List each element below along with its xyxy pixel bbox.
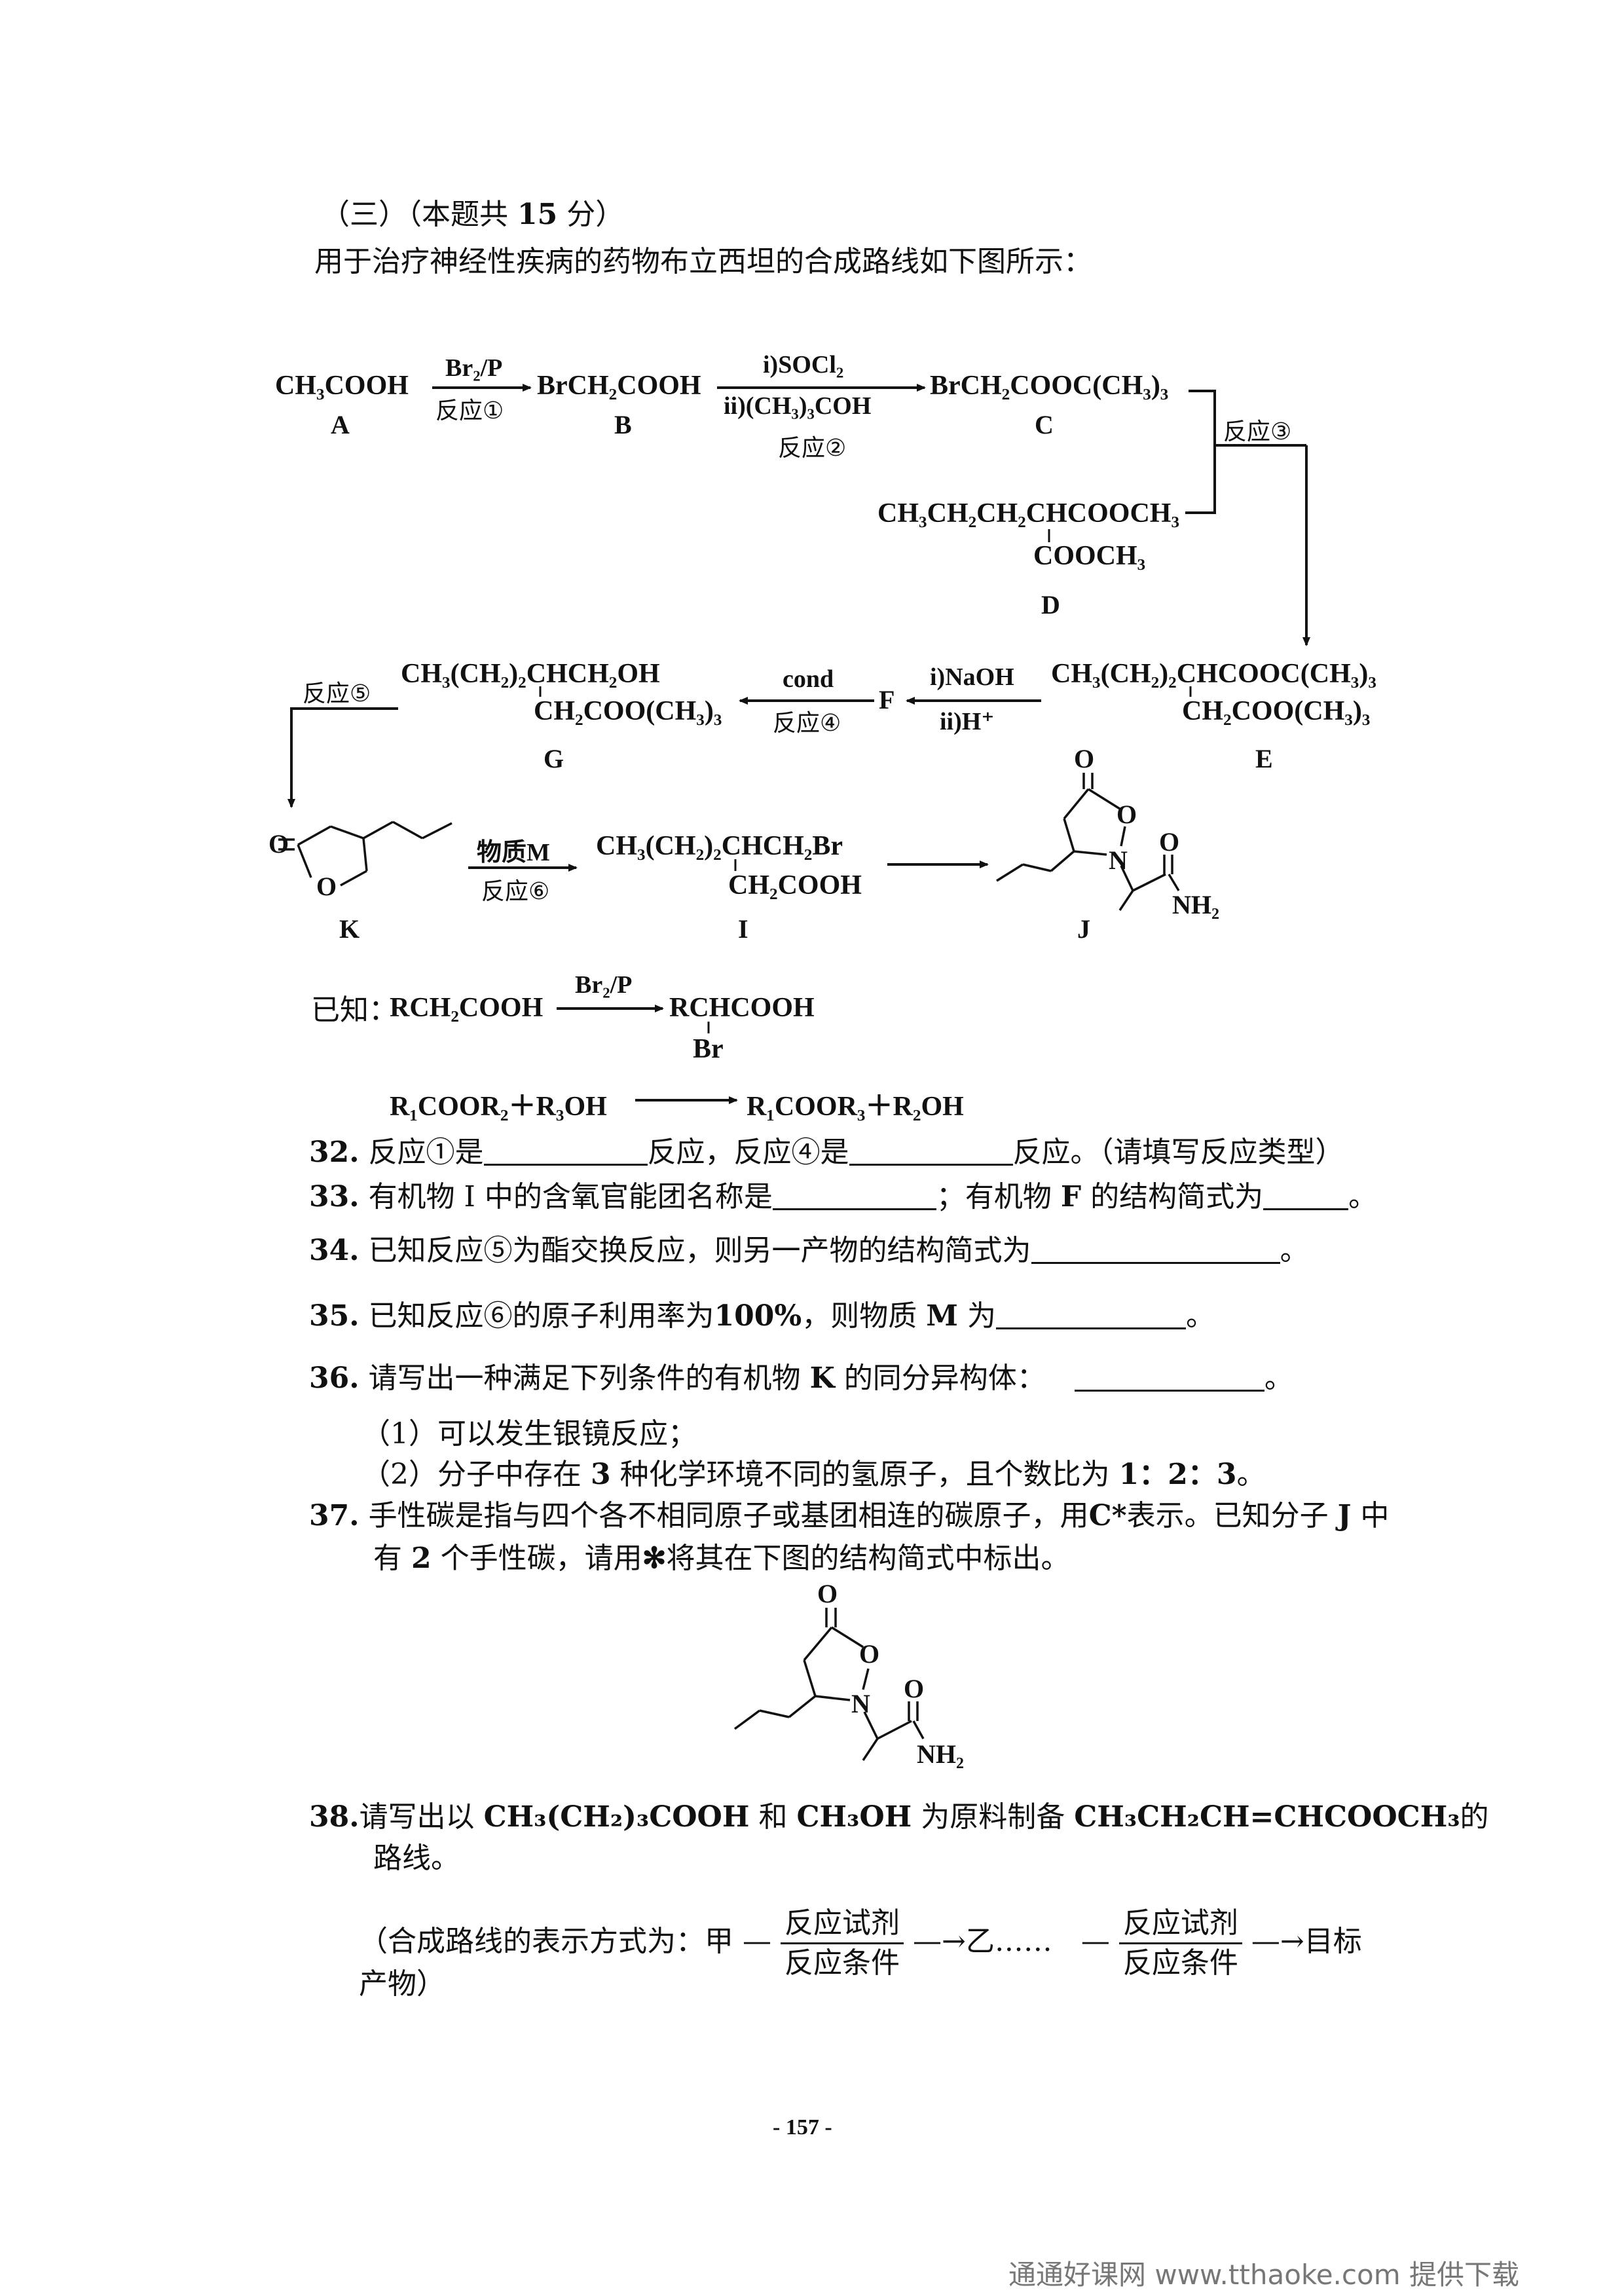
label-D: D xyxy=(1041,590,1060,620)
compound-D-line2: COOCH₃ xyxy=(1033,541,1146,571)
label-A: A xyxy=(331,410,350,439)
answer-blank-32a[interactable] xyxy=(483,1135,648,1166)
question-37-line2: 有 2 个手性碳，请用✻将其在下图的结构简式中标出。 xyxy=(373,1542,1070,1575)
arrow-reaction-5 xyxy=(287,707,398,808)
compound-I-line2: CH₂COOH xyxy=(728,870,862,900)
compound-I-line1: CH₃(CH₂)₂CHCH₂Br xyxy=(596,831,843,861)
reaction-4-name: 反应④ xyxy=(773,710,841,737)
bracket-reaction-3 xyxy=(1185,390,1216,514)
label-J: J xyxy=(1077,914,1090,944)
question-37: 37. 手性碳是指与四个各不相同原子或基团相连的碳原子，用C*表示。已知分子 J… xyxy=(309,1499,1390,1532)
compound-D-line1: CH₃CH₂CH₂CHCOOCH₃ xyxy=(877,498,1180,528)
label-I: I xyxy=(738,914,748,944)
compound-E-line1: CH₃(CH₂)₂CHCOOC(CH₃)₃ xyxy=(1051,659,1376,689)
reagent-r2-1: i)SOCl₂ xyxy=(763,351,844,379)
question-32: 32. 反应①是反应，反应④是反应。（请填写反应类型） xyxy=(309,1135,1344,1169)
compound-G-line1: CH₃(CH₂)₂CHCH₂OH xyxy=(401,659,660,689)
answer-blank-35[interactable] xyxy=(995,1299,1186,1329)
q37-nitrogen: N xyxy=(851,1689,870,1718)
watermark-footer: 通通好课网 www.tthaoke.com 提供下载 xyxy=(1008,2259,1519,2291)
answer-blank-32b[interactable] xyxy=(849,1135,1013,1166)
known-eq1-reagent: Br₂/P xyxy=(575,971,633,999)
compound-E-line2: CH₂COO(CH₃)₃ xyxy=(1182,696,1371,726)
reagent-F-2: ii)H⁺ xyxy=(940,708,995,735)
format-fraction-2: 反应试剂 反应条件 xyxy=(1118,1904,1242,1982)
known-eq2-left: R₁COOR₂＋R₃OH xyxy=(390,1092,607,1122)
compound-G-line2: CH₂COO(CH₃)₃ xyxy=(534,696,722,726)
molecule-K xyxy=(278,821,452,887)
question-38-format-line2: 产物） xyxy=(359,1967,445,2001)
K-oxygen-ring: O xyxy=(316,872,337,901)
q37-oxygen-ring: O xyxy=(859,1639,880,1669)
label-K: K xyxy=(339,914,360,944)
reagent-r4: cond xyxy=(783,665,834,693)
format-fraction-1: 反应试剂 反应条件 xyxy=(781,1904,904,1982)
K-oxygen-carbonyl: O xyxy=(268,829,289,859)
compound-A: CH₃COOH xyxy=(275,371,409,401)
reagent-F-1: i)NaOH xyxy=(930,663,1014,691)
reagent-r2-2: ii)(CH₃)₃COH xyxy=(724,392,872,420)
compound-B: BrCH₂COOH xyxy=(537,371,701,401)
known-prefix: 已知： xyxy=(311,993,397,1027)
reaction-2-name: 反应② xyxy=(778,435,847,462)
label-B: B xyxy=(614,410,632,439)
molecule-J-question xyxy=(733,1608,925,1761)
J-oxygen-carbonyl: O xyxy=(1074,744,1095,773)
question-34: 34. 已知反应⑤为酯交换反应，则另一产物的结构简式为。 xyxy=(309,1233,1309,1267)
known-eq1-left: RCH₂COOH xyxy=(390,993,544,1023)
question-36-condition-2: （2）分子中存在 3 种化学环境不同的氢原子，且个数比为 1：2：3。 xyxy=(361,1458,1266,1491)
section-header: （三）（本题共 15 分） xyxy=(321,198,625,231)
q37-oxygen-amide: O xyxy=(904,1674,925,1703)
reagent-r6: 物质M xyxy=(477,839,550,866)
known-eq1-sub: Br xyxy=(693,1034,724,1064)
question-38-format: （合成路线的表示方式为：甲 — 反应试剂 反应条件 —→乙…… — 反应试剂 反… xyxy=(359,1899,1362,1984)
question-38-line2: 路线。 xyxy=(373,1842,460,1875)
reaction-6-name: 反应⑥ xyxy=(481,878,550,905)
reagent-r1: Br₂/P xyxy=(445,354,503,382)
question-38: 38.请写出以 CH₃(CH₂)₃COOH 和 CH₃OH 为原料制备 CH₃C… xyxy=(309,1800,1489,1834)
compound-C: BrCH₂COOC(CH₃)₃ xyxy=(930,371,1169,401)
section-intro: 用于治疗神经性疾病的药物布立西坦的合成路线如下图所示： xyxy=(314,245,1092,278)
J-oxygen-amide: O xyxy=(1159,827,1180,857)
reaction-3-name: 反应③ xyxy=(1223,418,1292,445)
known-eq1-right: RCHCOOH xyxy=(669,993,815,1023)
molecule-J xyxy=(996,773,1180,911)
J-nitrogen: N xyxy=(1109,845,1128,875)
label-C: C xyxy=(1035,410,1054,439)
question-35: 35. 已知反应⑥的原子利用率为100%，则物质 M 为。 xyxy=(309,1299,1215,1333)
question-36-condition-1: （1）可以发生银镜反应； xyxy=(361,1417,697,1451)
answer-blank-34[interactable] xyxy=(1031,1233,1280,1264)
J-oxygen-ring: O xyxy=(1116,800,1137,829)
label-E: E xyxy=(1255,744,1273,773)
reaction-5-name: 反应⑤ xyxy=(303,680,371,707)
answer-blank-33b[interactable] xyxy=(1263,1179,1349,1210)
answer-blank-36[interactable] xyxy=(1074,1361,1264,1392)
q37-amine: NH₂ xyxy=(917,1739,964,1769)
known-eq2-right: R₁COOR₃＋R₂OH xyxy=(747,1092,964,1122)
reaction-1-name: 反应① xyxy=(435,398,504,424)
label-G: G xyxy=(544,744,564,773)
question-36: 36. 请写出一种满足下列条件的有机物 K 的同分异构体： 。 xyxy=(309,1361,1293,1395)
label-F: F xyxy=(879,685,895,714)
answer-blank-33a[interactable] xyxy=(772,1179,936,1210)
page-number: - 157 - xyxy=(773,2115,832,2139)
q37-oxygen-carbonyl: O xyxy=(817,1579,838,1608)
J-amine: NH₂ xyxy=(1172,890,1219,919)
question-33: 33. 有机物 I 中的含氧官能团名称是；有机物 F 的结构简式为。 xyxy=(309,1179,1378,1213)
